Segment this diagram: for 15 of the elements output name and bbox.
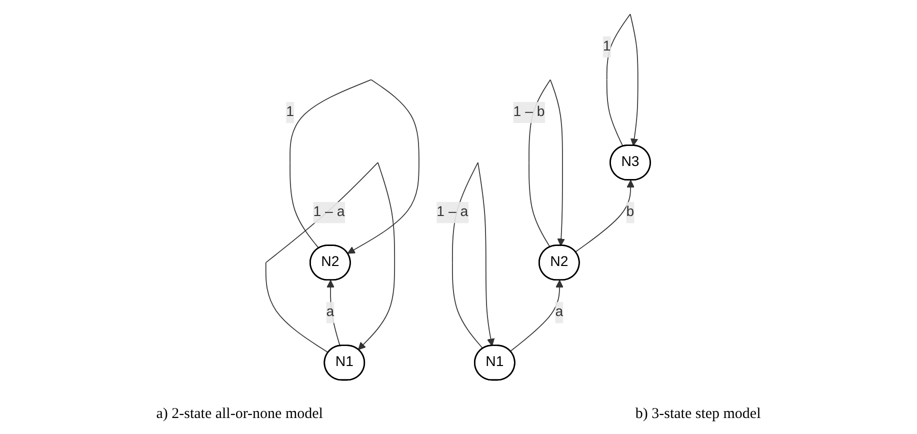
edge-label: b [626,204,635,220]
edge-label: 1 – b [514,104,546,120]
arrow [266,162,396,354]
edge-label: 1 [286,104,294,120]
caption: b) 3-state step model [635,406,761,422]
edge-label: a [556,304,564,320]
edge-label: 1 – a [314,204,346,220]
edge-label: 1 – a [437,204,469,220]
arrow [510,280,564,352]
arrow [290,79,420,254]
edge-label: a [326,304,335,320]
edge-label: 1 [603,38,612,54]
caption: a) 2-state all-or-none model [156,406,323,422]
arrow [576,180,635,252]
arrow [606,14,639,147]
